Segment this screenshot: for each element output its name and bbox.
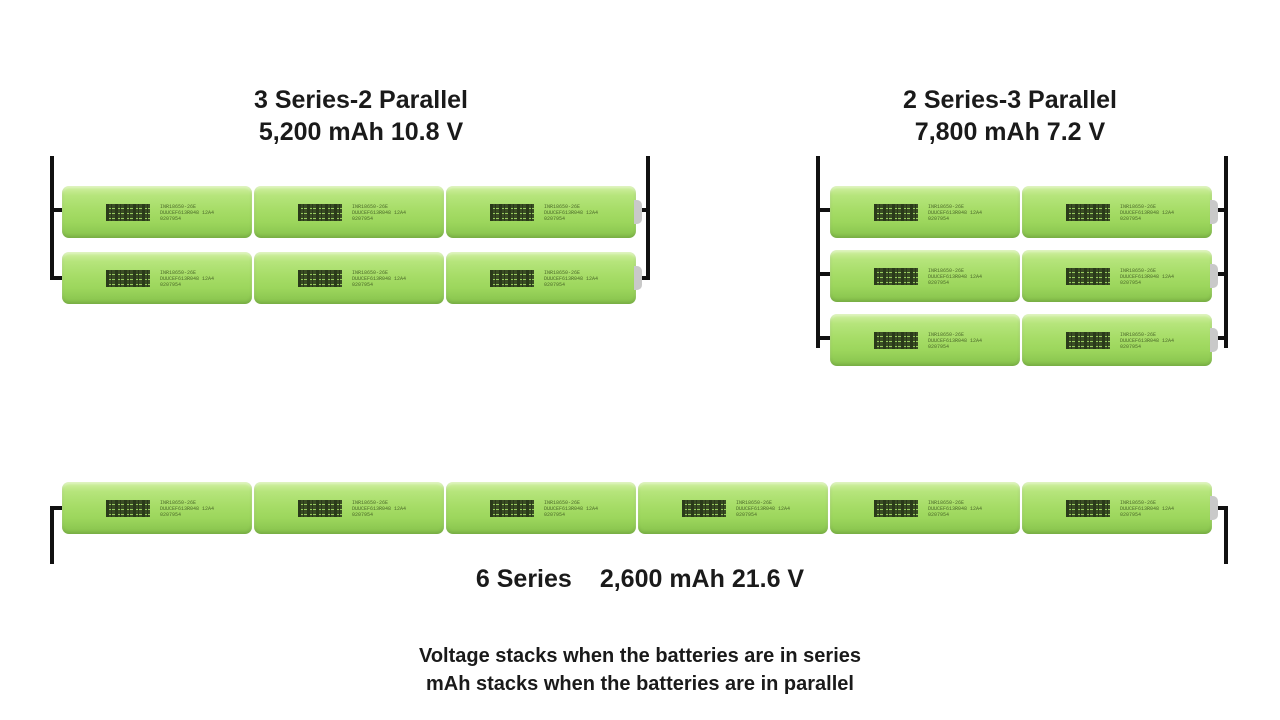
- wire: [1224, 156, 1228, 348]
- wire: [50, 506, 54, 564]
- cell-print: INR18650-26E DUUCEF613R048 12A4 0207954: [1120, 268, 1175, 286]
- wire: [816, 208, 830, 212]
- datamatrix-code: [490, 204, 534, 221]
- cell-print: INR18650-26E DUUCEF613R048 12A4 0207954: [928, 332, 983, 350]
- wire: [50, 506, 64, 510]
- wire: [816, 272, 830, 276]
- battery-cell: INR18650-26E DUUCEF613R048 12A4 0207954: [1022, 186, 1218, 238]
- wire: [1214, 272, 1228, 276]
- battery-cell: INR18650-26E DUUCEF613R048 12A4 0207954: [1022, 482, 1218, 534]
- datamatrix-code: [1066, 204, 1110, 221]
- cell-print: INR18650-26E DUUCEF613R048 12A4 0207954: [1120, 500, 1175, 518]
- positive-terminal: [1210, 200, 1218, 224]
- group-2s3p-title: 2 Series-3 Parallel 7,800 mAh 7.2 V: [850, 84, 1170, 148]
- battery-cell: INR18650-26E DUUCEF613R048 12A4 0207954: [254, 482, 444, 534]
- caption-series: Voltage stacks when the batteries are in…: [418, 645, 862, 667]
- wire: [1214, 506, 1228, 510]
- wire: [646, 156, 650, 280]
- datamatrix-code: [1066, 332, 1110, 349]
- battery-cell: INR18650-26E DUUCEF613R048 12A4 0207954: [1022, 250, 1218, 302]
- positive-terminal: [634, 200, 642, 224]
- battery-cell: INR18650-26E DUUCEF613R048 12A4 0207954: [446, 482, 636, 534]
- cell-print: INR18650-26E DUUCEF613R048 12A4 0207954: [1120, 332, 1175, 350]
- positive-terminal: [1210, 328, 1218, 352]
- group-6s-spec: 2,600 mAh 21.6 V: [599, 565, 805, 593]
- datamatrix-code: [490, 270, 534, 287]
- battery-cell: INR18650-26E DUUCEF613R048 12A4 0207954: [830, 482, 1020, 534]
- datamatrix-code: [298, 270, 342, 287]
- group-2s3p-spec: 7,800 mAh 7.2 V: [914, 118, 1106, 146]
- cell-print: INR18650-26E DUUCEF613R048 12A4 0207954: [352, 270, 407, 288]
- datamatrix-code: [874, 204, 918, 221]
- datamatrix-code: [490, 500, 534, 517]
- cell-print: INR18650-26E DUUCEF613R048 12A4 0207954: [928, 204, 983, 222]
- wire: [50, 208, 64, 212]
- wire: [816, 156, 820, 348]
- positive-terminal: [1210, 496, 1218, 520]
- datamatrix-code: [106, 500, 150, 517]
- battery-cell: INR18650-26E DUUCEF613R048 12A4 0207954: [446, 252, 642, 304]
- group-3s2p-spec: 5,200 mAh 10.8 V: [258, 118, 464, 146]
- battery-cell: INR18650-26E DUUCEF613R048 12A4 0207954: [254, 252, 444, 304]
- group-3s2p-title: 3 Series-2 Parallel 5,200 mAh 10.8 V: [201, 84, 521, 148]
- cell-print: INR18650-26E DUUCEF613R048 12A4 0207954: [352, 500, 407, 518]
- battery-cell: INR18650-26E DUUCEF613R048 12A4 0207954: [830, 314, 1020, 366]
- cell-print: INR18650-26E DUUCEF613R048 12A4 0207954: [544, 204, 599, 222]
- battery-cell: INR18650-26E DUUCEF613R048 12A4 0207954: [62, 186, 252, 238]
- cell-print: INR18650-26E DUUCEF613R048 12A4 0207954: [736, 500, 791, 518]
- wire: [1214, 208, 1228, 212]
- battery-cell: INR18650-26E DUUCEF613R048 12A4 0207954: [62, 482, 252, 534]
- group-2s3p-config: 2 Series-3 Parallel: [902, 86, 1118, 114]
- group-6s-title: 6 Series 2,600 mAh 21.6 V: [340, 563, 940, 595]
- datamatrix-code: [682, 500, 726, 517]
- wire: [816, 336, 830, 340]
- wire: [636, 208, 650, 212]
- wire: [50, 276, 64, 280]
- battery-cell: INR18650-26E DUUCEF613R048 12A4 0207954: [830, 250, 1020, 302]
- cell-print: INR18650-26E DUUCEF613R048 12A4 0207954: [928, 268, 983, 286]
- positive-terminal: [634, 266, 642, 290]
- cell-print: INR18650-26E DUUCEF613R048 12A4 0207954: [160, 204, 215, 222]
- datamatrix-code: [1066, 500, 1110, 517]
- group-6s-config: 6 Series: [475, 565, 572, 593]
- wire: [50, 156, 54, 280]
- wire: [1214, 336, 1228, 340]
- datamatrix-code: [298, 500, 342, 517]
- datamatrix-code: [874, 332, 918, 349]
- cell-print: INR18650-26E DUUCEF613R048 12A4 0207954: [160, 270, 215, 288]
- battery-cell: INR18650-26E DUUCEF613R048 12A4 0207954: [830, 186, 1020, 238]
- positive-terminal: [1210, 264, 1218, 288]
- battery-cell: INR18650-26E DUUCEF613R048 12A4 0207954: [638, 482, 828, 534]
- datamatrix-code: [106, 270, 150, 287]
- battery-cell: INR18650-26E DUUCEF613R048 12A4 0207954: [62, 252, 252, 304]
- cell-print: INR18650-26E DUUCEF613R048 12A4 0207954: [544, 270, 599, 288]
- datamatrix-code: [874, 268, 918, 285]
- cell-print: INR18650-26E DUUCEF613R048 12A4 0207954: [928, 500, 983, 518]
- cell-print: INR18650-26E DUUCEF613R048 12A4 0207954: [544, 500, 599, 518]
- group-3s2p-config: 3 Series-2 Parallel: [253, 86, 469, 114]
- battery-cell: INR18650-26E DUUCEF613R048 12A4 0207954: [1022, 314, 1218, 366]
- cell-print: INR18650-26E DUUCEF613R048 12A4 0207954: [352, 204, 407, 222]
- cell-print: INR18650-26E DUUCEF613R048 12A4 0207954: [160, 500, 215, 518]
- battery-cell: INR18650-26E DUUCEF613R048 12A4 0207954: [254, 186, 444, 238]
- cell-print: INR18650-26E DUUCEF613R048 12A4 0207954: [1120, 204, 1175, 222]
- wire: [1224, 506, 1228, 564]
- battery-cell: INR18650-26E DUUCEF613R048 12A4 0207954: [446, 186, 642, 238]
- caption: Voltage stacks when the batteries are in…: [290, 642, 990, 698]
- wire: [636, 276, 650, 280]
- datamatrix-code: [298, 204, 342, 221]
- datamatrix-code: [874, 500, 918, 517]
- datamatrix-code: [106, 204, 150, 221]
- caption-parallel: mAh stacks when the batteries are in par…: [426, 673, 854, 695]
- datamatrix-code: [1066, 268, 1110, 285]
